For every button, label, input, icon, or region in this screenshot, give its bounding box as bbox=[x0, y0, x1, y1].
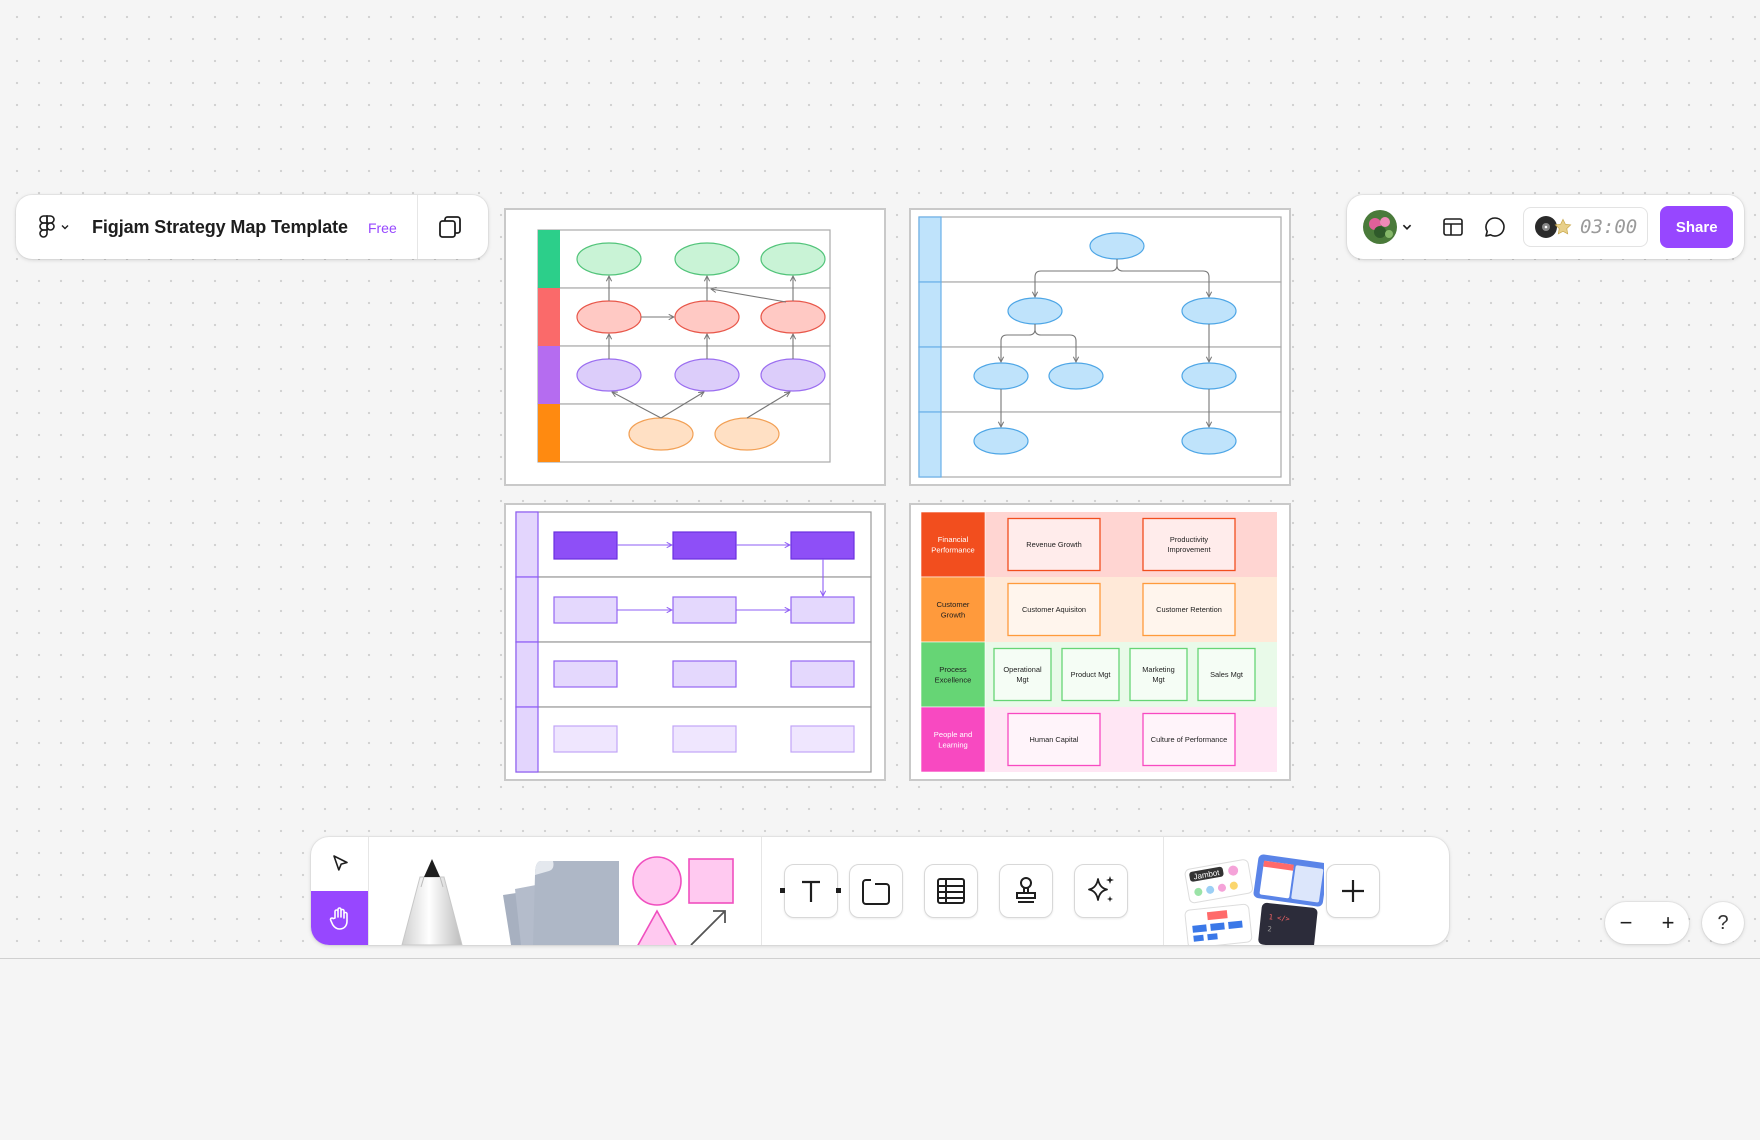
file-panel: Figjam Strategy Map Template Free bbox=[16, 195, 488, 259]
strategy-row-label-text: Performance bbox=[931, 545, 974, 554]
strategy-objective-box[interactable] bbox=[1197, 647, 1256, 702]
strategy-objective-label: Mgt bbox=[1152, 675, 1164, 684]
plan-badge[interactable]: Free bbox=[367, 220, 397, 236]
strategy-row-label bbox=[920, 706, 986, 773]
strategy-objective-label: Human Capital bbox=[1030, 735, 1079, 744]
strategy-objective-box[interactable] bbox=[1142, 582, 1236, 637]
chevron-down-icon bbox=[61, 225, 69, 230]
strategy-objective-box[interactable] bbox=[1007, 517, 1101, 572]
widgets-tool[interactable]: Jambot 1 </> 2 bbox=[1164, 837, 1328, 945]
layout-button[interactable] bbox=[1433, 207, 1473, 247]
stamp-tool[interactable] bbox=[988, 837, 1063, 945]
text-icon bbox=[802, 880, 820, 902]
share-button[interactable]: Share bbox=[1660, 206, 1734, 248]
comment-icon bbox=[1485, 217, 1505, 237]
avatar[interactable] bbox=[1363, 210, 1397, 244]
strategy-objective-box[interactable] bbox=[1129, 647, 1188, 702]
strategy-row-label-text: Excellence bbox=[935, 675, 972, 684]
widgets-icon: Jambot 1 </> 2 bbox=[1184, 854, 1328, 945]
plus-icon bbox=[1342, 880, 1364, 902]
table-tool[interactable] bbox=[913, 837, 988, 945]
sticky-note-icon bbox=[503, 861, 619, 945]
timer-display: 03:00 bbox=[1580, 216, 1638, 238]
main-menu-button[interactable] bbox=[16, 195, 84, 259]
file-title[interactable]: Figjam Strategy Map Template bbox=[92, 216, 348, 237]
text-tool[interactable] bbox=[762, 837, 841, 945]
strategy-objective-label: Culture of Performance bbox=[1151, 735, 1227, 744]
strategy-row-label bbox=[920, 511, 986, 578]
zoom-in-button[interactable]: + bbox=[1661, 910, 1675, 935]
hand-icon bbox=[329, 907, 348, 930]
marker-icon bbox=[401, 859, 463, 945]
zoom-controls: − + bbox=[1605, 902, 1689, 944]
bottom-area bbox=[0, 958, 1760, 1140]
strategy-objective-box[interactable] bbox=[993, 647, 1052, 702]
strategy-objective-label: Product Mgt bbox=[1071, 670, 1111, 679]
strategy-objective-label: Customer Retention bbox=[1156, 605, 1222, 614]
star-icon bbox=[1554, 218, 1572, 235]
cursor-icon bbox=[332, 855, 348, 871]
figma-logo-icon bbox=[39, 215, 55, 238]
timer-widget[interactable]: 03:00 bbox=[1523, 207, 1649, 247]
move-tool[interactable] bbox=[311, 837, 368, 891]
template-frame-process-map[interactable] bbox=[504, 503, 886, 781]
marker-tool[interactable] bbox=[369, 837, 491, 945]
table-icon bbox=[937, 878, 965, 904]
hand-tool[interactable] bbox=[311, 891, 368, 945]
divider bbox=[416, 195, 418, 259]
strategy-objective-label: Revenue Growth bbox=[1026, 540, 1081, 549]
chevron-down-icon[interactable] bbox=[1401, 221, 1413, 233]
more-tools[interactable] bbox=[1324, 837, 1418, 945]
help-button[interactable]: ? bbox=[1702, 902, 1744, 944]
section-tool[interactable] bbox=[838, 837, 913, 945]
strategy-objective-label: Customer Aquisiton bbox=[1022, 605, 1086, 614]
header-right-panel: 03:00 Share bbox=[1347, 195, 1744, 259]
comment-button[interactable] bbox=[1475, 207, 1515, 247]
strategy-row-label-text: People and bbox=[934, 730, 972, 739]
pages-icon bbox=[438, 216, 461, 238]
strategy-objective-label: Mgt bbox=[1016, 675, 1028, 684]
strategy-row-label-text: Financial bbox=[938, 535, 969, 544]
strategy-objective-box[interactable] bbox=[1142, 517, 1236, 572]
pages-button[interactable] bbox=[418, 195, 482, 259]
strategy-row-label-text: Learning bbox=[938, 740, 968, 749]
strategy-objective-box[interactable] bbox=[1007, 582, 1101, 637]
stamp-icon bbox=[1016, 877, 1036, 903]
vinyl-record-icon bbox=[1535, 216, 1557, 238]
ai-sparkle-icon bbox=[1088, 876, 1114, 902]
shapes-icon bbox=[632, 856, 734, 945]
strategy-row-label-text: Customer bbox=[937, 600, 970, 609]
template-frame-tree-map[interactable] bbox=[909, 208, 1291, 486]
strategy-objective-label: Sales Mgt bbox=[1210, 670, 1243, 679]
strategy-objective-box[interactable] bbox=[1142, 712, 1236, 767]
sticky-note-tool[interactable] bbox=[491, 837, 621, 945]
strategy-row-label bbox=[920, 576, 986, 643]
layout-icon bbox=[1443, 218, 1463, 236]
svg-text:2: 2 bbox=[1267, 925, 1272, 933]
ai-tool[interactable] bbox=[1063, 837, 1163, 945]
shapes-tool[interactable] bbox=[621, 837, 761, 945]
template-frame-ellipse-map[interactable] bbox=[504, 208, 886, 486]
bottom-toolbar: Jambot 1 </> 2 bbox=[311, 837, 1449, 945]
strategy-objective-box[interactable] bbox=[1061, 647, 1120, 702]
strategy-objective-box[interactable] bbox=[1007, 712, 1101, 767]
strategy-objective-label: Marketing bbox=[1142, 665, 1174, 674]
strategy-row-label-text: Process bbox=[939, 665, 967, 674]
svg-text:1 </>: 1 </> bbox=[1268, 913, 1290, 923]
strategy-objective-label: Productivity bbox=[1170, 535, 1209, 544]
zoom-out-button[interactable]: − bbox=[1619, 910, 1633, 935]
strategy-objective-label: Improvement bbox=[1167, 545, 1210, 554]
strategy-row-label-text: Growth bbox=[941, 610, 965, 619]
section-icon bbox=[862, 879, 890, 905]
strategy-objective-label: Operational bbox=[1003, 665, 1042, 674]
